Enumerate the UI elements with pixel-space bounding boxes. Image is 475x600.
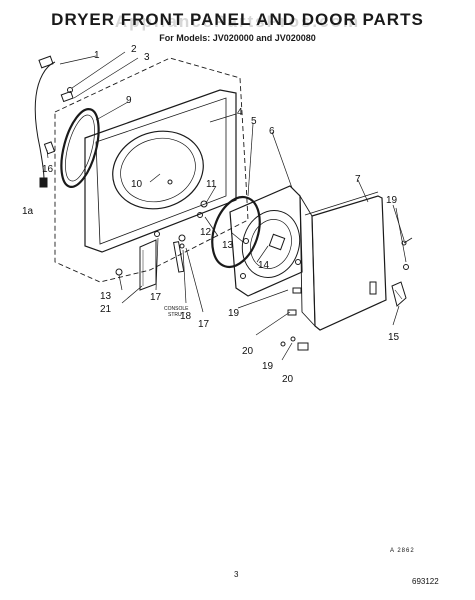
door-gasket	[211, 195, 261, 269]
document-code: 693122	[412, 577, 439, 586]
callout-9: 9	[126, 95, 132, 106]
door-seal	[60, 108, 100, 188]
callout-13-left: 13	[100, 291, 112, 302]
callout-21: 21	[100, 304, 112, 315]
page-number: 3	[234, 570, 239, 579]
console-strut-label-line2: STRUT	[168, 312, 185, 318]
callout-14: 14	[258, 260, 270, 271]
callout-20-lower: 20	[282, 374, 294, 385]
front-panel	[84, 89, 237, 253]
console-strut-label-line1: CONSOLE	[164, 306, 189, 312]
console-strut	[139, 239, 157, 291]
outer-door	[299, 191, 387, 331]
callout-20-upper: 20	[242, 346, 254, 357]
callout-2: 2	[131, 44, 137, 55]
callout-11: 11	[206, 179, 217, 190]
assembly-outline	[54, 57, 249, 283]
figure-reference: A 2862	[390, 548, 415, 554]
callout-4: 4	[237, 107, 243, 118]
callout-5: 5	[251, 116, 257, 127]
callout-19-mid: 19	[228, 308, 240, 319]
callout-1a: 1a	[22, 206, 34, 217]
callout-7: 7	[355, 174, 361, 185]
callout-3: 3	[144, 52, 150, 63]
callout-17-left: 17	[150, 292, 162, 303]
diagram-subtitle: For Models: JV020000 and JV020080	[159, 33, 316, 43]
callout-1: 1	[94, 50, 100, 61]
callout-10: 10	[131, 179, 143, 190]
callout-13-door: 13	[222, 240, 234, 251]
callout-18: 18	[180, 311, 192, 322]
callout-12: 12	[200, 227, 212, 238]
callout-17-right: 17	[198, 319, 210, 330]
lamp-socket	[60, 90, 74, 103]
callout-19-top: 19	[386, 195, 398, 206]
door-strike	[391, 281, 407, 307]
callout-6: 6	[269, 126, 275, 137]
watermark: AppliancePartsPros.com	[114, 12, 361, 31]
diagram-title: DRYER FRONT PANEL AND DOOR PARTS	[51, 10, 424, 29]
wire-harness	[34, 61, 56, 181]
callout-19-bottom: 19	[262, 361, 274, 372]
inner-door	[229, 185, 303, 297]
callout-15: 15	[388, 332, 400, 343]
callout-16: 16	[42, 164, 54, 175]
